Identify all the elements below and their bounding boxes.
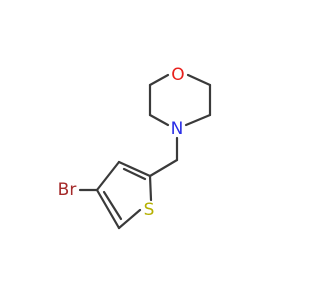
bond-c4-o — [186, 73, 212, 87]
atom-oxygen-label: O — [171, 65, 184, 85]
bond-c2-n — [148, 113, 170, 127]
bond-s-c2t — [117, 208, 142, 230]
bond-ch2-c5 — [148, 158, 179, 178]
atom-nitrogen-label: N — [171, 119, 184, 139]
bond-n-c3 — [184, 113, 212, 127]
bond-c4t-c5 — [117, 160, 152, 178]
molecule-drawing: O N S Br — [58, 65, 212, 230]
bond-o-c1 — [148, 73, 170, 87]
bond-c2t-c3t-inner — [102, 190, 123, 221]
bond-c3t-c4t — [95, 160, 121, 192]
atom-sulfur-label: S — [144, 200, 155, 220]
bond-c4t-c5-inner — [122, 167, 147, 181]
structure-canvas: O N S Br — [58, 65, 212, 230]
atom-bromine-label: Br — [58, 180, 77, 200]
bond-c2t-c3t — [95, 188, 121, 230]
bond-c5-s — [148, 174, 153, 202]
